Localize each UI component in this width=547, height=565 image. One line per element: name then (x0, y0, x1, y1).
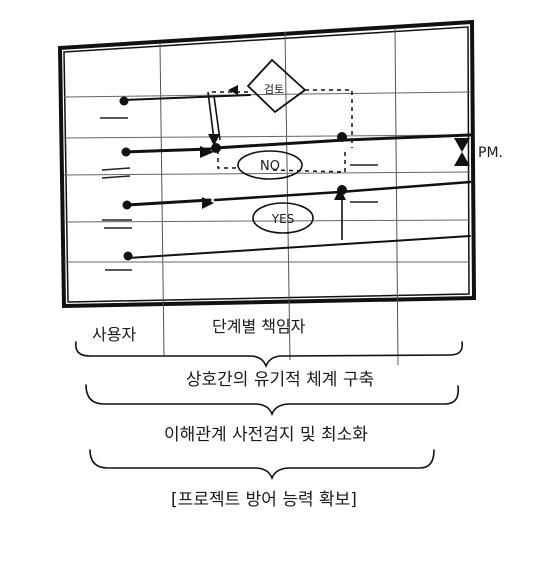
braces (74, 341, 464, 481)
pm-bowtie-icon (454, 138, 470, 166)
no-oval (237, 150, 303, 180)
caption-line3: [프로젝트 방어 능력 확보] (171, 490, 357, 510)
lane-label-roles: 단계별 책임자 (212, 317, 306, 336)
frame (57, 19, 477, 309)
node-dot (337, 132, 347, 142)
dashed-paths (208, 89, 353, 173)
row-lines (63, 91, 471, 263)
node-dots (211, 132, 347, 195)
no-label: NO (260, 159, 280, 174)
node-dot (211, 143, 221, 153)
start-dot (122, 200, 132, 210)
start-dot (123, 251, 133, 261)
start-dot (121, 147, 131, 157)
start-dot (119, 96, 129, 106)
note-dashes (100, 117, 378, 271)
lane-label-user: 사용자 (92, 325, 136, 344)
decision-arrows (207, 91, 221, 141)
start-dots (119, 96, 133, 261)
flow-lines (122, 94, 472, 259)
caption-line1: 상호간의 유기적 체계 구축 (186, 370, 374, 390)
node-dot (337, 185, 347, 195)
caption-line2: 이해관계 사전검지 및 최소화 (164, 425, 368, 445)
decision-label: 검토 (264, 83, 284, 96)
decision-diamond (246, 58, 307, 114)
yes-oval (252, 202, 314, 234)
yes-label: YES (271, 212, 295, 226)
pm-label: PM. (478, 145, 503, 161)
